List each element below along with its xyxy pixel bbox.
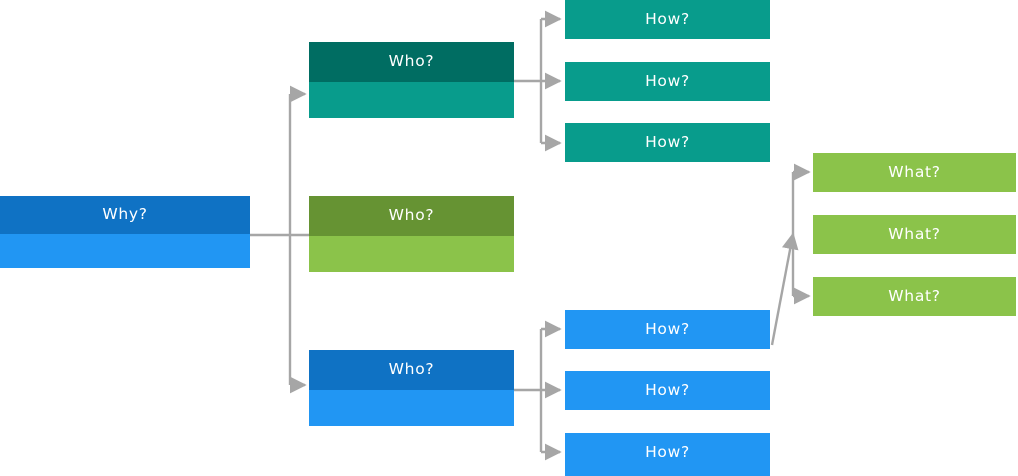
node-who-blue-label: Who? [388, 360, 435, 379]
node-who-blue-body [309, 390, 514, 426]
node-who-green[interactable]: Who? [309, 196, 514, 272]
node-who-green-body [309, 236, 514, 272]
node-who-green-label: Who? [388, 206, 435, 225]
node-how-teal-3[interactable]: How? [565, 123, 770, 162]
node-how-teal-2-label: How? [645, 71, 690, 90]
node-what-green-2[interactable]: What? [813, 215, 1016, 254]
node-why-root-header: Why? [0, 196, 250, 234]
node-what-green-3[interactable]: What? [813, 277, 1016, 316]
node-how-blue-2[interactable]: How? [565, 371, 770, 410]
node-how-blue-2-label: How? [645, 380, 690, 399]
node-how-teal-1[interactable]: How? [565, 0, 770, 39]
node-who-teal[interactable]: Who? [309, 42, 514, 118]
node-how-teal-2[interactable]: How? [565, 62, 770, 101]
edge-how-blue-diagonal [770, 232, 799, 346]
node-who-teal-body [309, 82, 514, 118]
node-who-teal-label: Who? [388, 52, 435, 71]
node-how-blue-1[interactable]: How? [565, 310, 770, 349]
node-what-green-1-label: What? [888, 162, 941, 181]
node-why-root-body [0, 234, 250, 268]
node-how-teal-3-label: How? [645, 132, 690, 151]
node-how-blue-1-label: How? [645, 319, 690, 338]
node-who-teal-header: Who? [309, 42, 514, 82]
node-who-green-header: Who? [309, 196, 514, 236]
node-who-blue[interactable]: Who? [309, 350, 514, 426]
node-what-green-1[interactable]: What? [813, 153, 1016, 192]
node-why-root-label: Why? [102, 205, 148, 224]
node-what-green-2-label: What? [888, 224, 941, 243]
node-why-root[interactable]: Why? [0, 196, 250, 268]
node-how-blue-3[interactable]: How? [565, 433, 770, 476]
node-what-green-3-label: What? [888, 286, 941, 305]
node-how-blue-3-label: How? [645, 442, 690, 461]
node-who-blue-header: Who? [309, 350, 514, 390]
node-how-teal-1-label: How? [645, 9, 690, 28]
